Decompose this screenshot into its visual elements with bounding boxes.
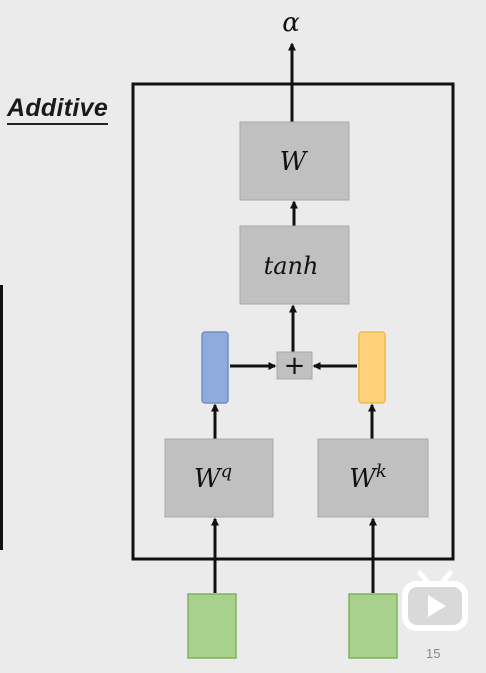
wk-weight-box (317, 438, 429, 518)
wk-weight-base: W (349, 464, 378, 494)
tanh-activation-label: tanh (264, 252, 319, 280)
w-weight-label: W (280, 147, 309, 177)
diagram-title: Additive (7, 93, 109, 125)
tanh-activation-box (239, 225, 350, 305)
w-weight-box (239, 121, 350, 201)
page-number: 15 (426, 646, 441, 661)
w-weight-base: W (280, 147, 309, 177)
key-input-vector (348, 593, 398, 659)
sum-operator-box (276, 351, 313, 380)
query-vector (201, 331, 229, 404)
wq-weight-label: Wq (194, 461, 232, 494)
query-input-vector (187, 593, 237, 659)
key-vector (358, 331, 386, 404)
wk-weight-superscript: k (376, 461, 387, 482)
sum-operator-symbol: + (284, 351, 306, 381)
slide-edge-divider (0, 285, 3, 550)
wk-weight-label: Wk (349, 461, 387, 494)
wq-weight-base: W (194, 464, 223, 494)
video-play-badge-icon[interactable] (400, 565, 470, 635)
wq-weight-superscript: q (221, 461, 233, 482)
wq-weight-box (164, 438, 274, 518)
output-alpha-label: α (282, 8, 300, 38)
